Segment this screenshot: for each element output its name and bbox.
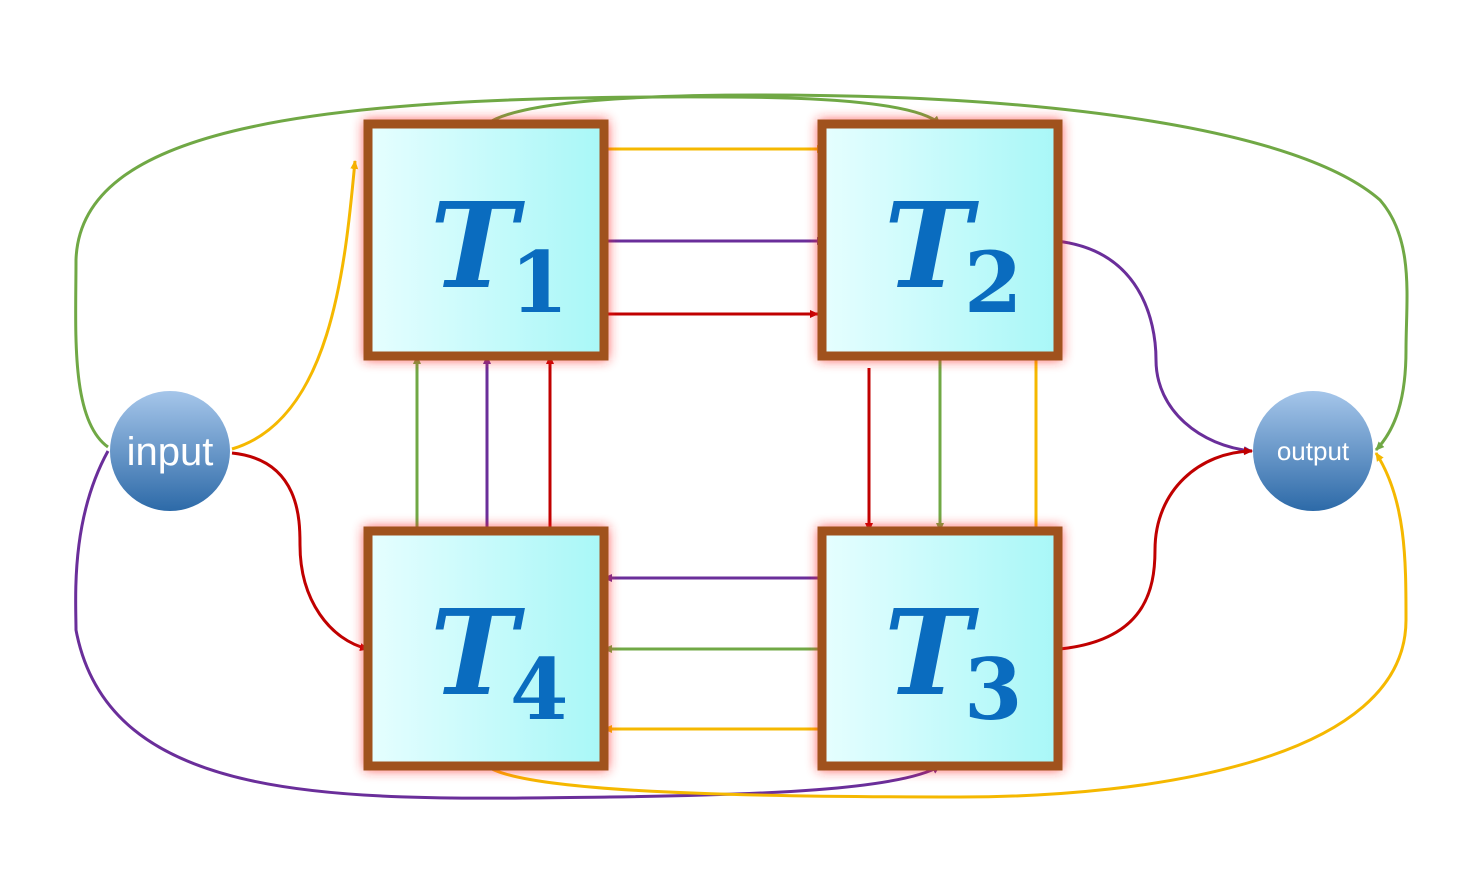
edge-t2-output-purple: [1055, 239, 1253, 455]
node-subscript: 4: [510, 640, 568, 739]
node-box: [363, 526, 609, 771]
edge-input-t4-red: [231, 451, 369, 652]
node-box: [817, 119, 1063, 361]
edge-input-t3-purple: [74, 450, 941, 800]
input-terminal: input: [110, 391, 230, 511]
output-circle: [1253, 391, 1373, 511]
edge-t3-output-red: [1059, 447, 1253, 651]
node-letter: T: [884, 176, 979, 315]
edges-layer: [74, 93, 1409, 800]
node-t4: T4: [363, 526, 609, 771]
node-subscript: 1: [510, 233, 568, 332]
node-t3: T3: [817, 526, 1063, 771]
node-t2: T2: [817, 119, 1063, 361]
input-circle: [110, 391, 230, 511]
edge-t4-output-yellow: [486, 452, 1408, 799]
node-box: [363, 119, 609, 361]
node-letter: T: [430, 176, 525, 315]
output-label: output: [1277, 436, 1350, 466]
node-box: [817, 526, 1063, 771]
input-label: input: [127, 430, 214, 474]
edge-t1-output-green: [486, 93, 1409, 452]
node-subscript: 2: [964, 233, 1022, 332]
edge-input-t2-green: [74, 95, 942, 449]
node-subscript: 3: [964, 640, 1022, 739]
node-letter: T: [884, 583, 979, 722]
edge-input-t1-yellow: [231, 160, 359, 451]
node-t1: T1: [363, 119, 609, 361]
node-letter: T: [430, 583, 525, 722]
output-terminal: output: [1253, 391, 1373, 511]
